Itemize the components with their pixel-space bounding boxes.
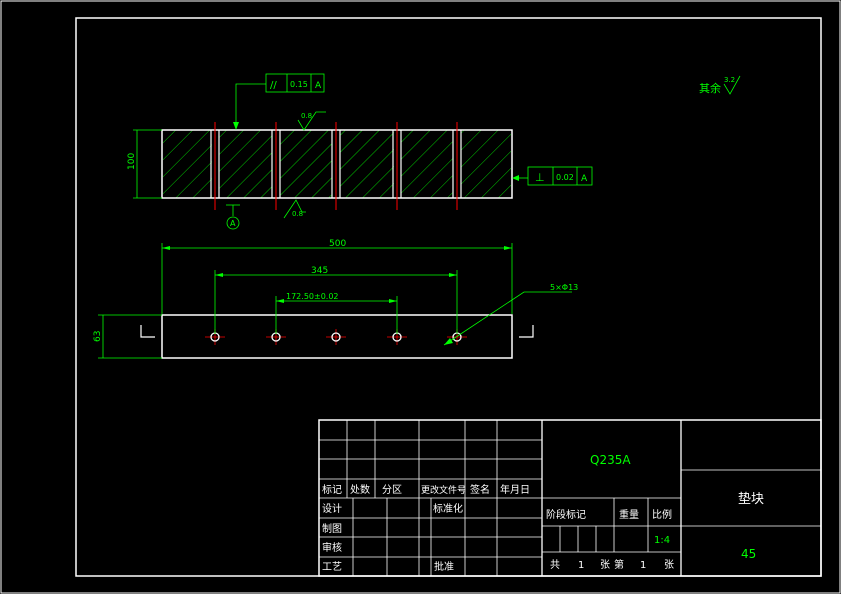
rev-header: 标记 <box>322 484 342 496</box>
sheet-total-label: 共 <box>550 559 560 571</box>
role-standard: 标准化 <box>433 502 463 515</box>
sheet-current: 1 <box>640 560 646 571</box>
hole-pitch-dim: 172.50±0.02 <box>286 292 339 301</box>
sheet-total: 1 <box>578 560 584 571</box>
roughness-note: 其余 3.2 <box>699 75 741 95</box>
parallel-datum: A <box>315 81 322 91</box>
rev-header: 年月日 <box>500 483 530 496</box>
weight-header: 重量 <box>619 508 639 521</box>
parallel-value: 0.15 <box>290 80 308 89</box>
role-process: 工艺 <box>322 561 342 573</box>
scale-value: 1:4 <box>654 535 670 546</box>
part-name: 垫块 <box>738 491 764 507</box>
role-drawing: 制图 <box>322 522 342 535</box>
hole-span-dim: 345 <box>311 266 328 276</box>
hole <box>326 329 346 345</box>
height-dimension-100: 100 <box>127 153 137 170</box>
parallel-symbol: // <box>270 80 277 91</box>
role-design: 设计 <box>322 502 342 515</box>
top-view: 500 345 172.50±0.02 63 5×Φ13 <box>93 239 578 359</box>
perp-datum: A <box>581 174 588 184</box>
front-view: 100 // 0.15 A 0.8 0.8 A <box>127 73 593 230</box>
hatch-segment <box>280 130 332 198</box>
hatch-segment <box>461 130 511 198</box>
roughness-note-value: 3.2 <box>724 76 735 84</box>
rev-header: 更改文件号 <box>421 484 466 496</box>
section-outline <box>161 129 513 199</box>
scale-header: 比例 <box>652 508 672 521</box>
material-label: Q235A <box>590 453 631 467</box>
rev-header: 签名 <box>470 483 490 496</box>
stage-mark-header: 阶段标记 <box>546 508 586 521</box>
hatch-segment <box>340 130 394 198</box>
rev-header: 分区 <box>382 484 402 496</box>
plate-height-dim: 63 <box>93 331 103 342</box>
section-mark-right <box>519 325 534 338</box>
roughness-bottom: 0.8 <box>292 210 303 218</box>
overall-length-dim: 500 <box>329 239 346 249</box>
hatch-segment <box>219 130 272 198</box>
role-check: 审核 <box>322 541 342 554</box>
roughness-note-text: 其余 <box>699 81 721 95</box>
section-mark-left <box>140 325 155 338</box>
hatch-segment <box>163 130 212 198</box>
hole-callout: 5×Φ13 <box>550 283 578 292</box>
sheet-current-unit: 张 <box>664 559 674 571</box>
sheet-unit: 张 <box>600 559 610 571</box>
drawing-number: 45 <box>741 547 756 561</box>
title-block <box>318 419 822 577</box>
rev-header: 处数 <box>350 483 370 496</box>
perp-symbol: ⊥ <box>535 171 545 184</box>
roughness-top: 0.8 <box>301 112 312 120</box>
hatch-segment <box>401 130 453 198</box>
datum-a-label: A <box>230 219 236 228</box>
title-block-text: Q235A 垫块 45 1:4 标记 处数 分区 更改文件号 签名 年月日 设计… <box>322 453 764 573</box>
role-approve: 批准 <box>434 560 454 573</box>
plate-outline <box>161 314 513 359</box>
sheet-current-label: 第 <box>614 558 624 571</box>
perp-value: 0.02 <box>556 173 574 182</box>
